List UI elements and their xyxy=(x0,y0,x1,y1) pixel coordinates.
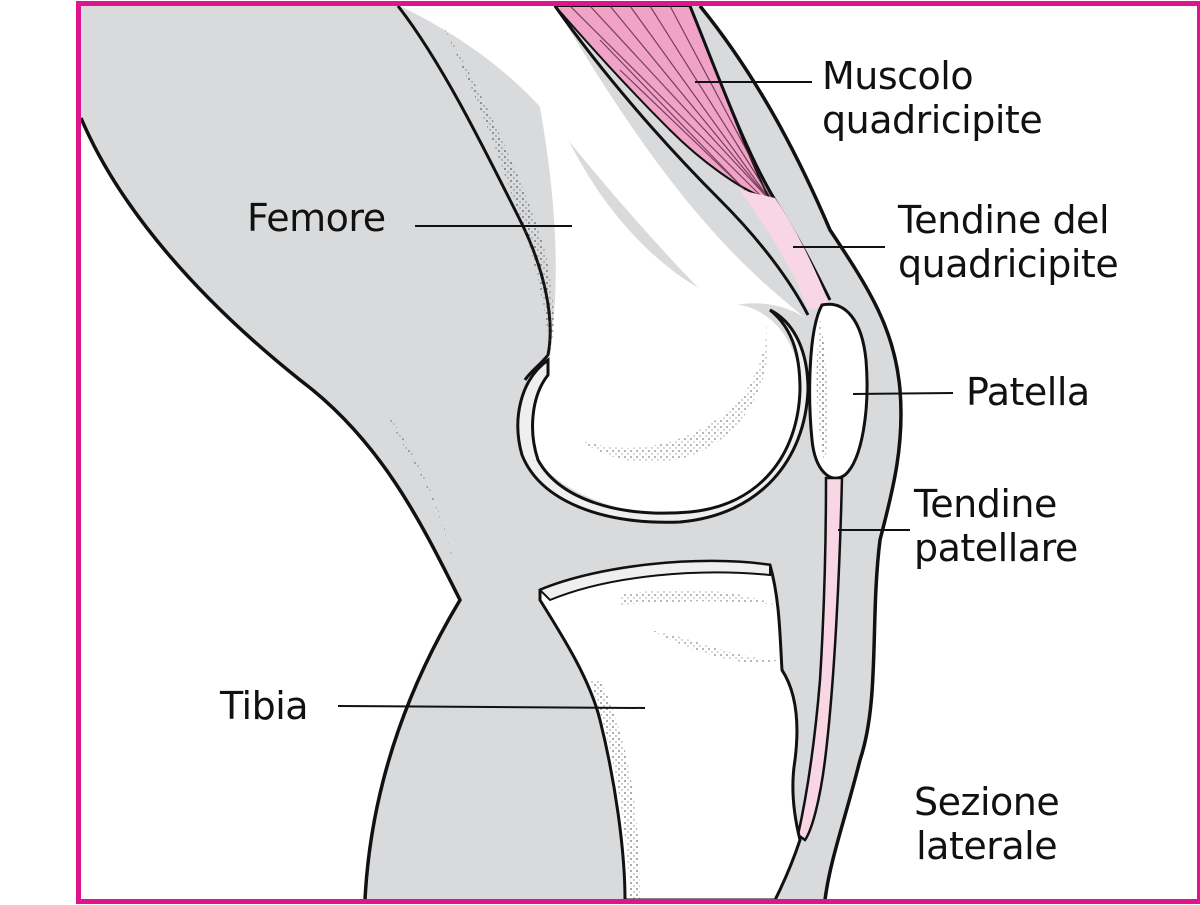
label-line: Patella xyxy=(966,370,1090,414)
skin-outline-front xyxy=(698,6,903,899)
label-line: Sezione xyxy=(914,780,1060,824)
label-patellar-tendon: Tendine patellare xyxy=(914,482,1078,570)
label-quadriceps-tendon: Tendine del quadricipite xyxy=(898,198,1119,286)
label-patella: Patella xyxy=(966,370,1090,414)
quadriceps-tendon xyxy=(740,190,830,310)
label-line: Tendine del xyxy=(898,198,1110,242)
label-section-view: Sezione laterale xyxy=(914,780,1060,868)
label-line: Femore xyxy=(247,196,386,240)
leader-lines xyxy=(337,81,954,709)
label-line: Muscolo xyxy=(822,54,974,98)
patellar-tendon xyxy=(796,476,844,842)
label-quadriceps-muscle: Muscolo quadricipite xyxy=(822,54,1043,142)
label-femur: Femore xyxy=(247,196,386,240)
label-line: quadricipite xyxy=(822,98,1043,142)
skin-outline-back xyxy=(81,117,462,899)
femoral-cartilage xyxy=(516,308,810,524)
label-line: Tibia xyxy=(220,684,309,728)
label-line: Tendine xyxy=(914,482,1057,526)
tibial-cartilage xyxy=(538,560,771,602)
label-tibia: Tibia xyxy=(220,684,309,728)
femur xyxy=(398,6,800,516)
label-line: laterale xyxy=(916,824,1058,868)
label-line: patellare xyxy=(914,526,1078,570)
label-line: quadricipite xyxy=(898,242,1119,286)
